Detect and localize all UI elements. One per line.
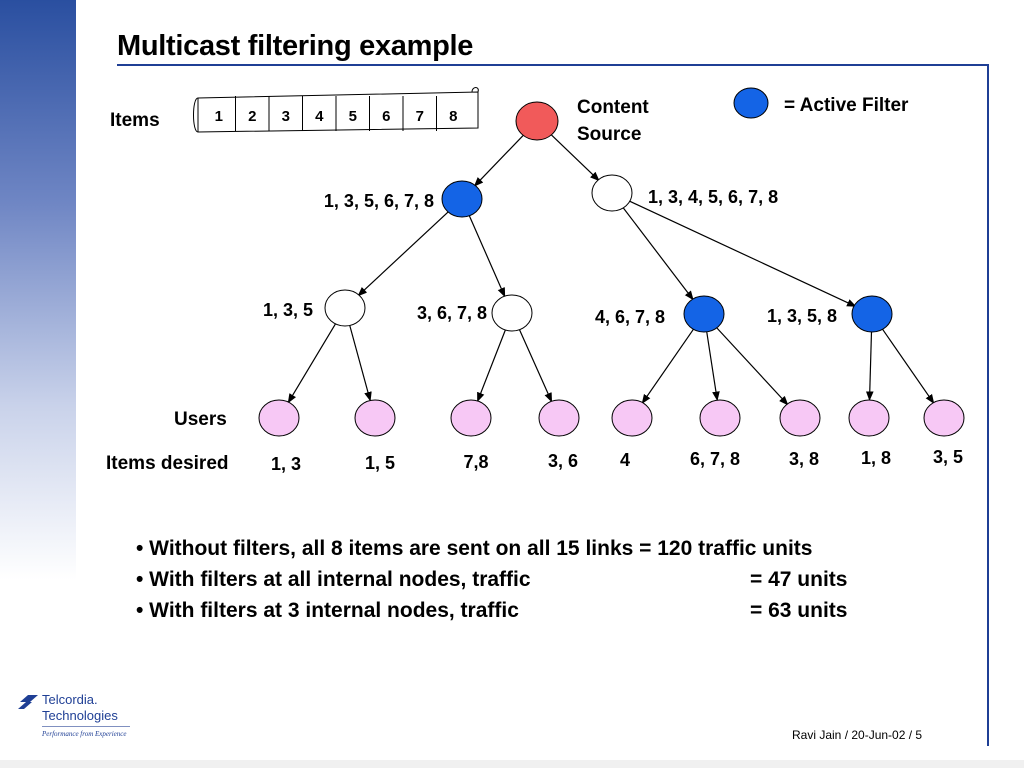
internal-nodes: 1, 3, 5, 6, 7, 8 1, 3, 4, 5, 6, 7, 8 1, 3,… (263, 174, 893, 333)
edge-n3-u1 (287, 323, 337, 404)
user-desired-items-u8: 1, 8 (861, 448, 891, 468)
node-items-label-n1: 1, 3, 5, 6, 7, 8 (324, 191, 434, 211)
node-items-label-n4: 3, 6, 7, 8 (417, 303, 487, 323)
sidebar-gradient (0, 0, 76, 580)
items-label: Items (110, 110, 160, 131)
telcordia-logo: Telcordia. Technologies Performance from… (18, 690, 148, 750)
edge-n1-n4 (468, 215, 506, 298)
right-border-rule (987, 64, 989, 746)
item-cell-2: 2 (248, 108, 256, 125)
edge-n1-n3 (357, 210, 450, 297)
active-filter-node-n6 (851, 295, 893, 333)
telcordia-mark-icon (18, 695, 38, 709)
slide-title: Multicast filtering example (117, 30, 474, 62)
edge-n2-n5 (622, 206, 694, 301)
edge-source-n2 (550, 133, 600, 182)
user-node-u4 (538, 399, 580, 437)
user-desired-items-u1: 1, 3 (271, 454, 301, 474)
user-desired-items-u9: 3, 5 (933, 447, 963, 467)
bullet-3: • With filters at 3 internal nodes, traf… (136, 595, 847, 626)
logo-line-1: Telcordia. (42, 692, 98, 707)
edge-n6-u9 (881, 328, 935, 404)
items-desired-label: Items desired (106, 453, 229, 474)
edge-n6-u8 (865, 331, 874, 401)
bullet-3-value: = 63 units (750, 599, 848, 622)
item-cell-4: 4 (315, 108, 324, 125)
content-source: Content Source (515, 97, 649, 145)
edge-n2-n6 (628, 200, 857, 307)
user-node-u2 (354, 399, 396, 437)
edge-n4-u3 (476, 329, 507, 403)
items-scroll: Items 1 2 3 4 5 6 7 8 (110, 87, 479, 133)
user-node-u3 (450, 399, 492, 437)
item-cell-3: 3 (282, 108, 290, 125)
content-source-label-1: Content (577, 97, 649, 118)
edge-n5-u5 (641, 328, 695, 404)
bullet-2: • With filters at all internal nodes, tr… (136, 564, 847, 595)
tree-edges (287, 133, 935, 406)
edge-source-n1 (473, 134, 525, 187)
item-cell-8: 8 (449, 108, 457, 125)
router-node-n3 (324, 289, 366, 327)
router-node-n4 (491, 294, 533, 332)
item-cell-7: 7 (416, 108, 424, 125)
content-source-node (515, 101, 559, 141)
node-items-label-n6: 1, 3, 5, 8 (767, 306, 837, 326)
edge-n5-u7 (715, 326, 789, 406)
bullet-2-text: • With filters at all internal nodes, tr… (136, 568, 531, 591)
user-desired-items-u2: 1, 5 (365, 453, 395, 473)
item-cell-6: 6 (382, 108, 390, 125)
edge-n4-u4 (518, 329, 553, 403)
bottom-band (0, 760, 1024, 768)
legend-label: = Active Filter (784, 95, 909, 116)
edge-n3-u2 (349, 325, 372, 402)
users-label: Users (174, 409, 227, 430)
active-filter-node-n5 (683, 295, 725, 333)
bullet-3-text: • With filters at 3 internal nodes, traf… (136, 599, 519, 622)
legend-active-filter-swatch (733, 87, 769, 119)
edge-n5-u6 (706, 331, 720, 402)
scroll-outline (197, 91, 479, 133)
user-desired-items-u6: 6, 7, 8 (690, 449, 740, 469)
logo-tagline: Performance from Experience (42, 730, 127, 738)
user-node-u1 (258, 399, 300, 437)
user-desired-items-u7: 3, 8 (789, 449, 819, 469)
node-items-label-n2: 1, 3, 4, 5, 6, 7, 8 (648, 187, 778, 207)
bullet-1-text: • Without filters, all 8 items are sent … (136, 537, 813, 560)
slide-footer: Ravi Jain / 20-Jun-02 / 5 (792, 728, 923, 742)
active-filter-node-n1 (441, 180, 483, 218)
user-node-u9 (923, 399, 965, 437)
user-node-u8 (848, 399, 890, 437)
user-node-u5 (611, 399, 653, 437)
title-rule (117, 64, 989, 66)
logo-line-2: Technologies (42, 708, 118, 723)
scroll-curl-top (471, 87, 479, 93)
content-source-label-2: Source (577, 124, 641, 145)
user-desired-items-u4: 3, 6 (548, 451, 578, 471)
node-items-label-n5: 4, 6, 7, 8 (595, 307, 665, 327)
legend: = Active Filter (733, 87, 909, 119)
user-node-u6 (699, 399, 741, 437)
bullet-1: • Without filters, all 8 items are sent … (136, 533, 812, 564)
item-cell-1: 1 (215, 108, 223, 125)
item-cell-5: 5 (349, 108, 357, 125)
user-desired-items-u5: 4 (620, 450, 630, 470)
user-node-u7 (779, 399, 821, 437)
node-items-label-n3: 1, 3, 5 (263, 300, 313, 320)
user-desired-items-u3: 7,8 (463, 452, 488, 472)
logo-rule (42, 726, 130, 727)
user-nodes: 1, 3 1, 5 7,8 3, 6 4 6, 7, 8 3, 8 1, 8 3, 5 (258, 399, 965, 474)
bullet-2-value: = 47 units (750, 568, 848, 591)
bullet-list: • Without filters, all 8 items are sent … (136, 533, 847, 626)
router-node-n2 (591, 174, 633, 212)
scroll-curl-left (193, 97, 199, 133)
